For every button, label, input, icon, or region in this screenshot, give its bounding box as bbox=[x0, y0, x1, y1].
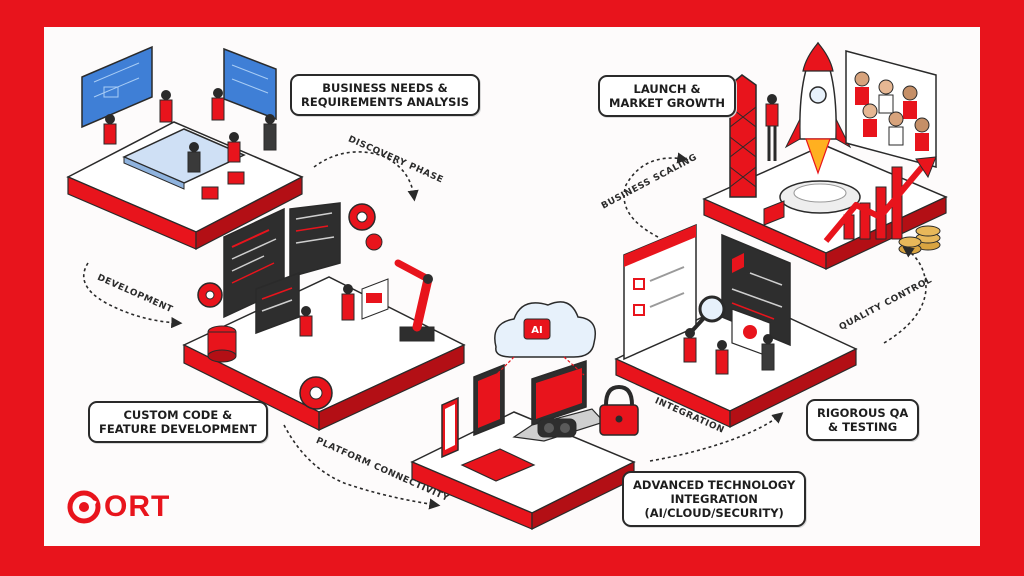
callout-line: ADVANCED TECHNOLOGY bbox=[633, 478, 796, 492]
diagram-canvas: AI bbox=[44, 27, 980, 546]
platform-qa bbox=[614, 223, 858, 428]
coins-icon bbox=[898, 225, 941, 255]
lock-icon bbox=[599, 384, 639, 436]
flow-connectors bbox=[83, 151, 927, 510]
callout-business-needs: BUSINESS NEEDS & REQUIREMENTS ANALYSIS bbox=[290, 74, 481, 116]
laptop-icon bbox=[512, 359, 606, 442]
callout-line: FEATURE DEVELOPMENT bbox=[99, 422, 257, 436]
rocket-icon bbox=[784, 41, 852, 175]
callout-line: (AI/CLOUD/SECURITY) bbox=[644, 506, 784, 520]
cloud-ai-badge: AI bbox=[531, 325, 542, 336]
callout-rigorous-qa: RIGOROUS QA & TESTING bbox=[806, 399, 920, 441]
audience-icon bbox=[845, 50, 937, 168]
vr-headset-icon bbox=[537, 418, 577, 438]
callout-line: CUSTOM CODE & bbox=[123, 408, 233, 422]
callout-custom-code: CUSTOM CODE & FEATURE DEVELOPMENT bbox=[88, 401, 268, 443]
tablet-icon bbox=[473, 363, 505, 437]
isometric-illustration: AI bbox=[66, 41, 948, 530]
brand-logo: ORT bbox=[66, 487, 170, 527]
callout-advanced-tech: ADVANCED TECHNOLOGY INTEGRATION (AI/CLOU… bbox=[622, 471, 807, 527]
code-screen-icon bbox=[255, 271, 300, 335]
callout-line: BUSINESS NEEDS & bbox=[322, 81, 448, 95]
callout-line: REQUIREMENTS ANALYSIS bbox=[301, 95, 470, 109]
gear-icon bbox=[197, 203, 383, 410]
smartphone-icon bbox=[441, 396, 459, 459]
monitor-icon bbox=[81, 45, 153, 129]
callout-launch: LAUNCH & MARKET GROWTH bbox=[598, 75, 737, 117]
callout-line: LAUNCH & bbox=[633, 82, 701, 96]
robot-arm-icon bbox=[394, 259, 435, 342]
callout-line: & TESTING bbox=[828, 420, 898, 434]
person-icon bbox=[103, 88, 277, 173]
platform-development bbox=[182, 202, 466, 431]
growth-chart-icon bbox=[823, 156, 937, 243]
magnifier-icon bbox=[690, 295, 726, 333]
platform-launch bbox=[702, 41, 948, 270]
platform-business-needs bbox=[66, 45, 304, 250]
monitor-icon bbox=[223, 47, 277, 121]
callout-line: INTEGRATION bbox=[670, 492, 758, 506]
callout-line: MARKET GROWTH bbox=[609, 96, 726, 110]
platform-technology: AI bbox=[410, 301, 639, 530]
code-screen-icon bbox=[289, 202, 341, 278]
callout-line: RIGOROUS QA bbox=[817, 406, 909, 420]
logo-ring-icon bbox=[67, 490, 101, 524]
logo-text: ORT bbox=[104, 490, 171, 523]
launch-tower-icon bbox=[729, 74, 757, 198]
cloud-icon: AI bbox=[494, 301, 596, 358]
database-icon bbox=[207, 325, 237, 363]
